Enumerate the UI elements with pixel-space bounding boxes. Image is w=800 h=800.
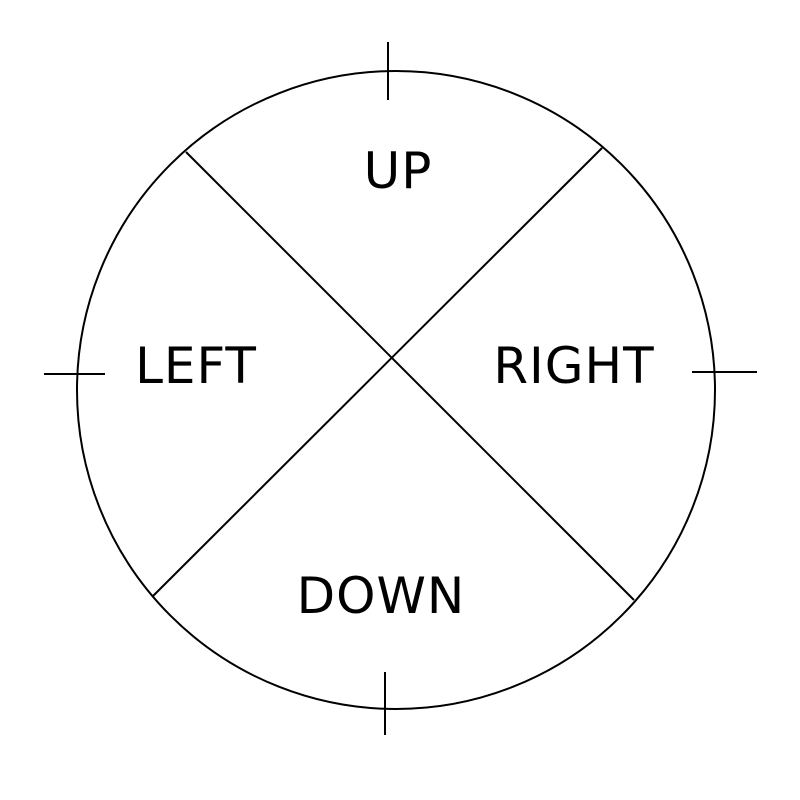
dpad-outline: [76, 70, 716, 710]
left-label[interactable]: LEFT: [135, 337, 257, 395]
down-label[interactable]: DOWN: [297, 567, 466, 625]
divider-diagonal-ne-sw: [152, 147, 603, 597]
divider-diagonal-nw-se: [185, 151, 635, 601]
right-label[interactable]: RIGHT: [493, 337, 654, 395]
up-label[interactable]: UP: [364, 142, 433, 200]
